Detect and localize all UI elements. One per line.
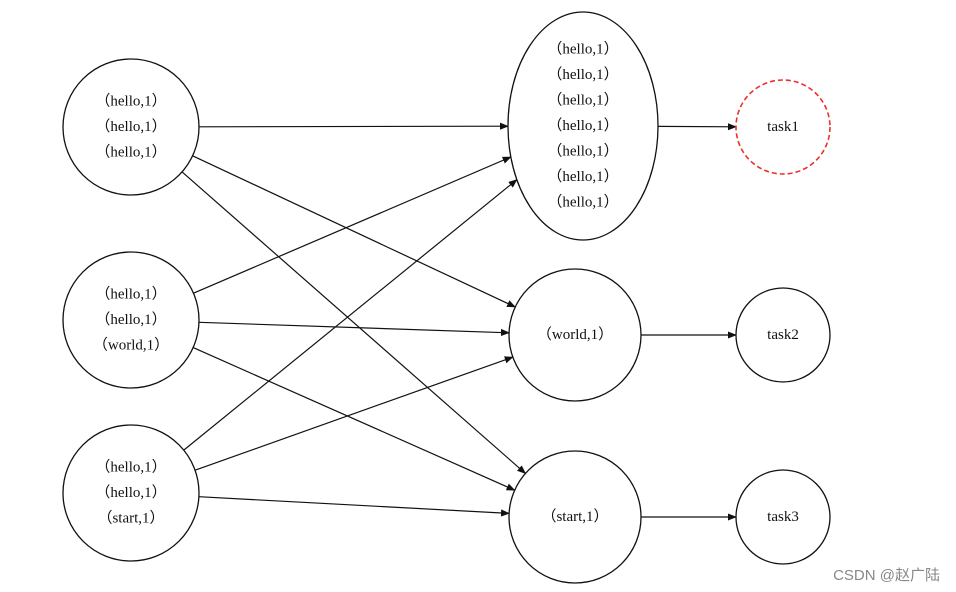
- node-g_world: （world,1）: [508, 268, 642, 402]
- edge-in3-to-g_world: [194, 356, 514, 471]
- task-label: task2: [767, 327, 799, 343]
- node-in3-line: （start,1）: [97, 510, 164, 527]
- task-label: task1: [767, 119, 799, 135]
- task-node-task2: task2: [735, 287, 831, 383]
- node-in1-line: （hello,1）: [95, 118, 166, 135]
- task-node-task3-shape: [735, 469, 831, 565]
- node-g_hello-line: （hello,1）: [547, 41, 618, 58]
- task-node-task3: task3: [735, 469, 831, 565]
- watermark: CSDN @赵广陆: [833, 567, 940, 584]
- edge-in2-to-g_start: [192, 347, 516, 491]
- task-node-task2-shape: [735, 287, 831, 383]
- node-in1-line: （hello,1）: [95, 93, 166, 110]
- nodes-layer: （hello,1）（hello,1）（hello,1）（hello,1）（hel…: [62, 11, 831, 584]
- task-node-task1-shape: [735, 79, 831, 175]
- task-node-task1: task1: [735, 79, 831, 175]
- node-g_hello-line: （hello,1）: [547, 168, 618, 185]
- node-in1-shape: [62, 58, 200, 196]
- edge-in1-to-g_hello: [198, 122, 509, 130]
- node-g_hello-line: （hello,1）: [547, 143, 618, 160]
- node-in2-line: （hello,1）: [95, 311, 166, 328]
- edge-in1-to-g_world: [192, 155, 517, 308]
- edge-in1-to-g_start: [181, 171, 527, 474]
- node-g_start: （start,1）: [508, 450, 642, 584]
- node-in3-shape: [62, 424, 200, 562]
- node-in3-line: （hello,1）: [95, 459, 166, 476]
- node-in1-line: （hello,1）: [95, 144, 166, 161]
- node-in2: （hello,1） （hello,1） （world,1）: [62, 251, 200, 389]
- node-g_hello-line: （hello,1）: [547, 92, 618, 109]
- node-in3-line: （hello,1）: [95, 484, 166, 501]
- node-g_start-shape: [508, 450, 642, 584]
- node-in2-shape: [62, 251, 200, 389]
- edge-in2-to-g_world: [198, 321, 510, 337]
- node-in2-line: （world,1）: [93, 337, 169, 354]
- node-g_hello-line: （hello,1）: [547, 66, 618, 83]
- node-g_world-shape: [508, 268, 642, 402]
- edge-in3-to-g_hello: [183, 179, 518, 451]
- node-in3: （hello,1） （hello,1） （start,1）: [62, 424, 200, 562]
- edges-layer: [181, 122, 737, 521]
- node-in1: （hello,1） （hello,1） （hello,1）: [62, 58, 200, 196]
- node-g_hello: （hello,1） （hello,1） （hello,1） （hello,1） （hel…: [507, 11, 659, 241]
- node-g_hello-line: （hello,1）: [547, 194, 618, 211]
- edge-in2-to-g_hello: [193, 156, 512, 294]
- node-g_hello-line: （hello,1）: [547, 117, 618, 134]
- task-label: task3: [767, 509, 799, 525]
- node-g_hello-shape: [507, 11, 659, 241]
- node-g_start-line: （start,1）: [541, 508, 608, 525]
- node-in2-line: （hello,1）: [95, 286, 166, 303]
- edge-in3-to-g_start: [198, 496, 510, 517]
- node-g_world-line: （world,1）: [537, 326, 613, 343]
